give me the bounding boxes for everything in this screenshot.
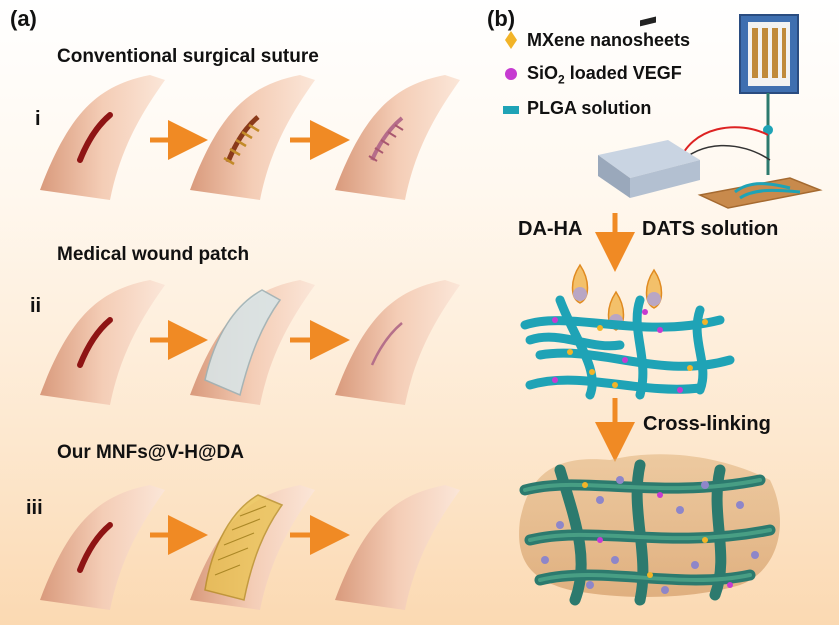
step2-label: Cross-linking <box>643 413 771 435</box>
plga-legend-icon <box>503 106 519 114</box>
step1-right-label: DATS solution <box>642 218 779 240</box>
legend-sio2: SiO2 loaded VEGF <box>527 63 682 87</box>
electrospinning-setup <box>598 14 823 209</box>
panel-a-label: (a) <box>10 6 37 31</box>
scar-icon <box>368 124 404 162</box>
mxene-legend-icon <box>505 31 517 49</box>
row-iii-arm-3 <box>335 485 460 610</box>
row-i-arm-2 <box>190 75 315 200</box>
row-ii-arm-2 <box>190 280 315 405</box>
row-ii-numeral: ii <box>30 295 42 317</box>
patch-icon <box>204 289 282 397</box>
row-i-heading: Conventional surgical suture <box>57 46 319 67</box>
suture-icon <box>223 123 260 166</box>
step1-left-label: DA-HA <box>518 218 583 240</box>
row-iii-arm-1 <box>40 485 165 610</box>
row-iii-numeral: iii <box>26 497 43 519</box>
wound-icon <box>77 317 113 368</box>
nanofiber-patch-icon <box>204 494 284 601</box>
fiber-dots <box>552 309 708 393</box>
wound-icon <box>77 112 113 163</box>
row-iii-arm-2 <box>190 485 315 610</box>
row-i-arm-1 <box>40 75 165 200</box>
row-iii-heading: Our MNFs@V-H@DA <box>57 442 244 463</box>
legend-mxene: MXene nanosheets <box>527 30 691 50</box>
row-ii-arm-1 <box>40 280 165 405</box>
row-i-arm-3 <box>335 75 460 200</box>
panel-b-label: (b) <box>487 6 516 31</box>
row-ii-heading: Medical wound patch <box>57 244 250 265</box>
legend-plga: PLGA solution <box>527 98 652 118</box>
crosslinked-mesh <box>519 454 780 606</box>
row-i-numeral: i <box>35 108 41 130</box>
scar-icon <box>370 322 403 366</box>
row-ii-arm-3 <box>335 280 460 405</box>
wound-icon <box>77 522 113 573</box>
sio2-legend-icon <box>505 68 517 80</box>
